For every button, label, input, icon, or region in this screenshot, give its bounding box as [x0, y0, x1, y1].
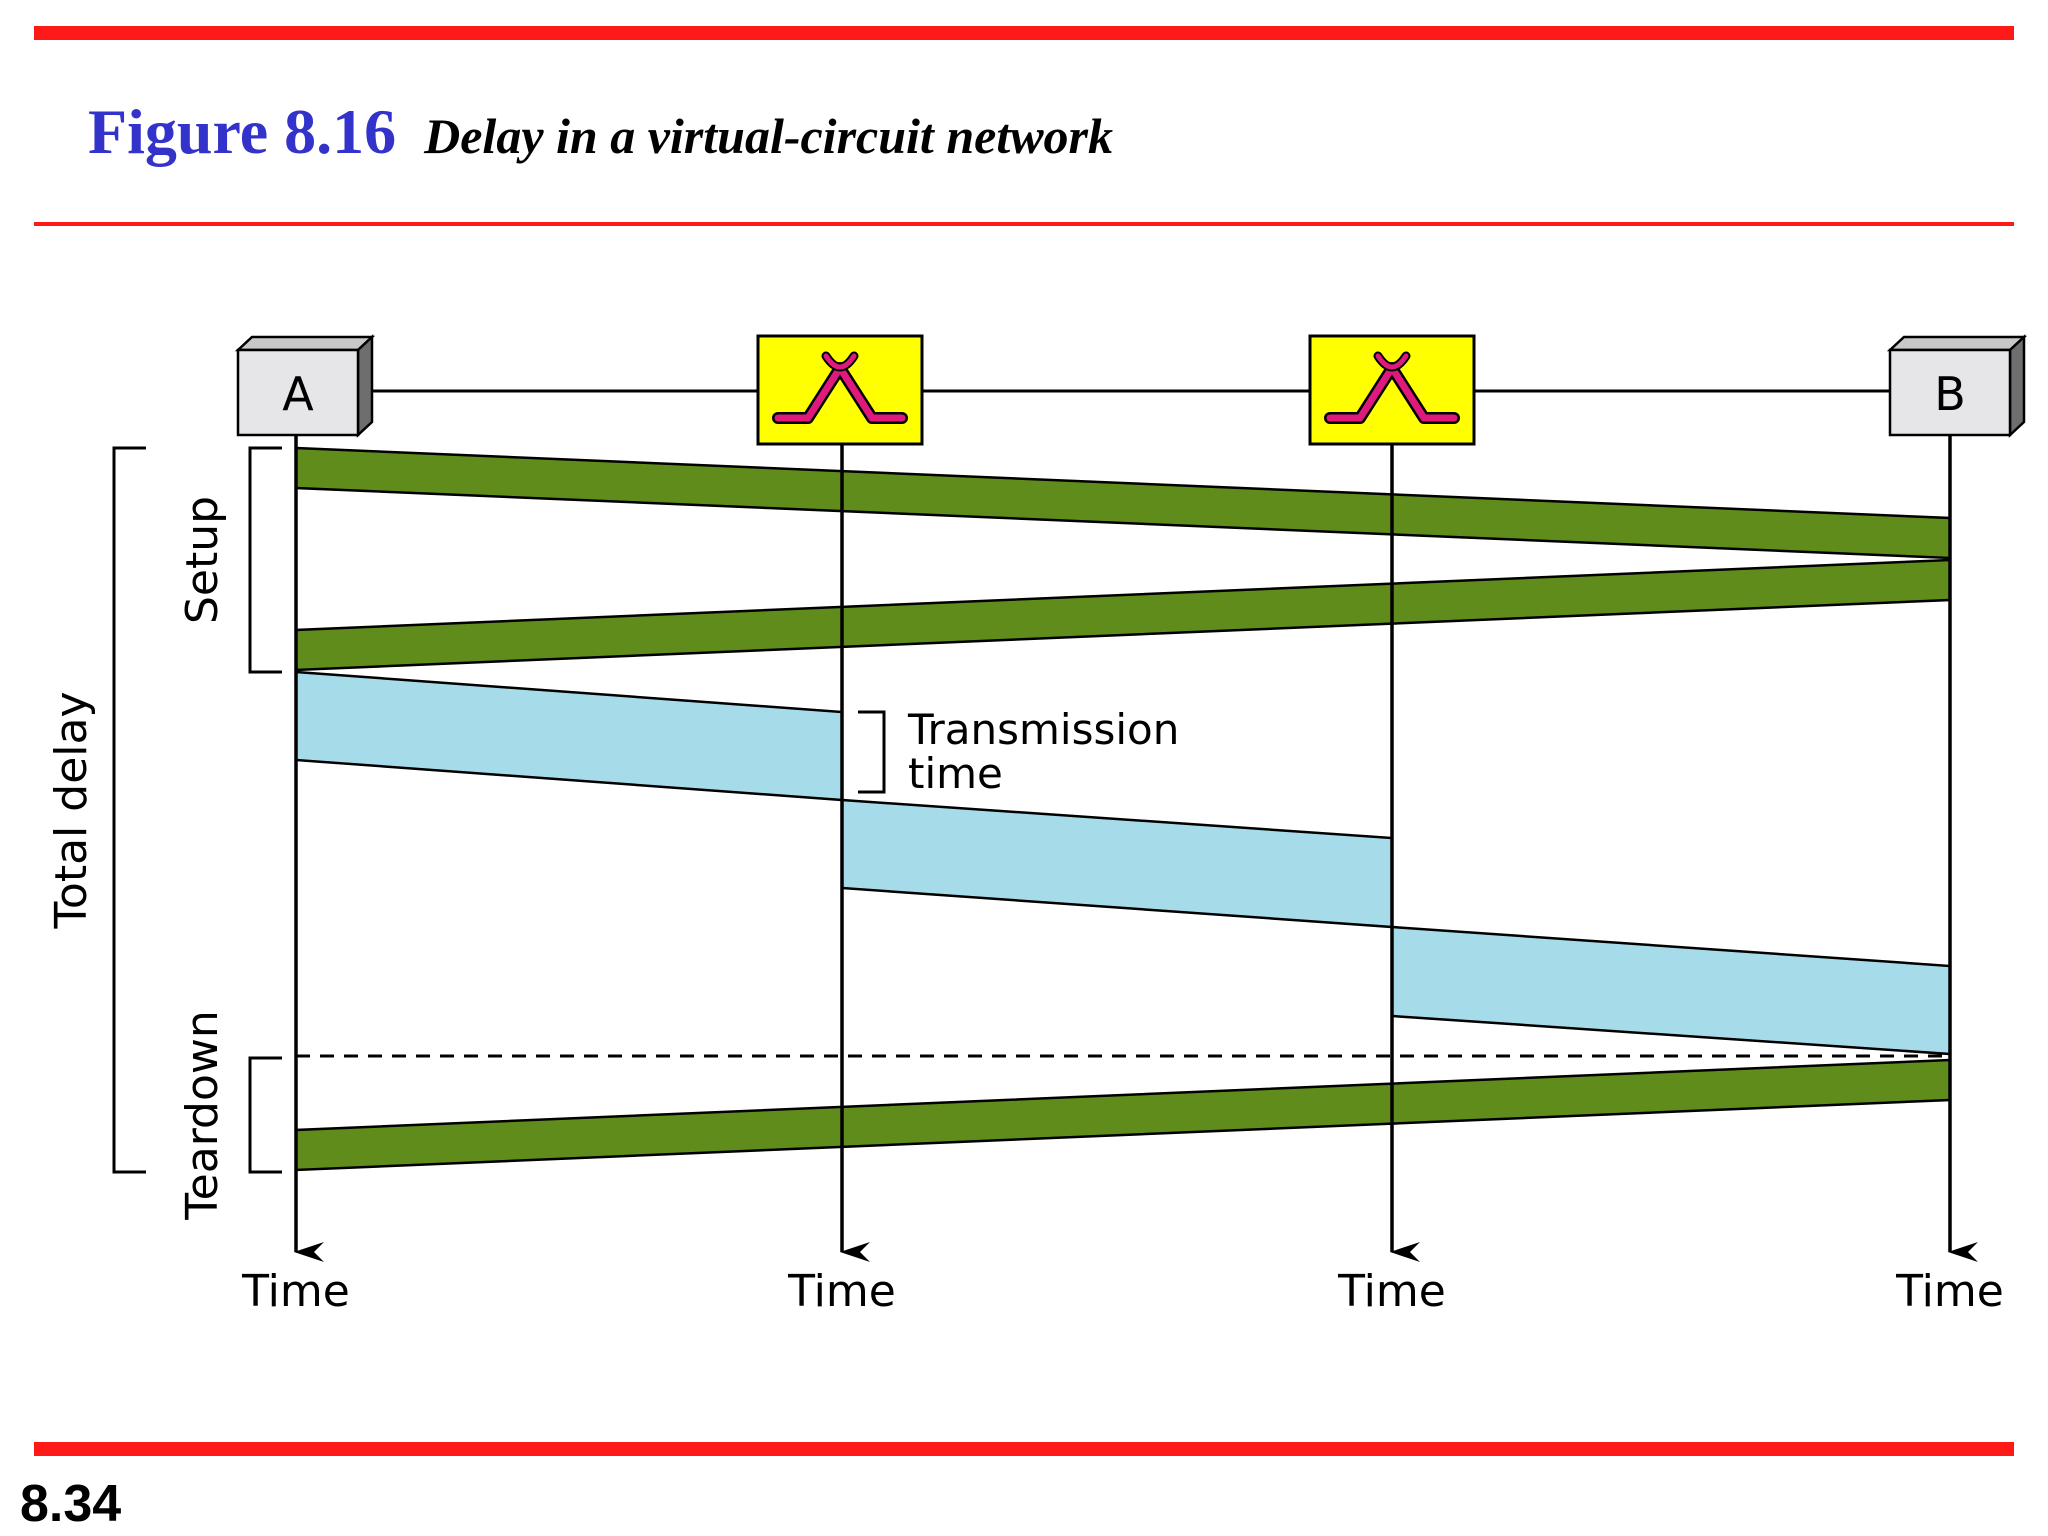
- bottom-rule: [34, 1442, 2014, 1456]
- transmission-time-label-line-2: time: [908, 749, 1003, 798]
- data-frame-hop-3: [1390, 925, 1952, 1056]
- teardown-label: Teardown: [177, 1010, 228, 1220]
- top-rule: [34, 26, 2014, 40]
- teardown-frame: [294, 1058, 1952, 1172]
- figure-caption: Delay in a virtual-circuit network: [424, 108, 1114, 164]
- time-label-b: Time: [1895, 1266, 2004, 1317]
- node-a-label: A: [282, 367, 314, 421]
- data-frame-hop-2: [840, 798, 1394, 929]
- transmission-time-bracket: [858, 710, 886, 794]
- time-label-switch-2: Time: [1337, 1266, 1446, 1317]
- total-delay-label: Total delay: [46, 692, 97, 930]
- title-rule: [34, 222, 2014, 226]
- setup-bracket: [248, 446, 282, 674]
- total-delay-bracket: [112, 446, 146, 1174]
- page-number: 8.34: [20, 1475, 122, 1533]
- data-frame-hop-1: [294, 670, 844, 802]
- switch-icon: [772, 351, 908, 424]
- node-b-label: B: [1934, 367, 1966, 421]
- switch-icon: [1324, 351, 1460, 424]
- figure-number: Figure 8.16: [88, 96, 397, 167]
- node-a: A: [234, 334, 376, 438]
- setup-label: Setup: [177, 496, 228, 624]
- switch-2: [1308, 334, 1476, 446]
- setup-ack-frame: [294, 558, 1952, 672]
- time-label-switch-1: Time: [787, 1266, 896, 1317]
- switch-1: [756, 334, 924, 446]
- transmission-time-label-line-1: Transmission: [907, 705, 1179, 754]
- teardown-bracket: [248, 1056, 282, 1174]
- time-label-a: Time: [241, 1266, 350, 1317]
- node-b: B: [1886, 334, 2028, 438]
- setup-request-frame: [294, 446, 1952, 560]
